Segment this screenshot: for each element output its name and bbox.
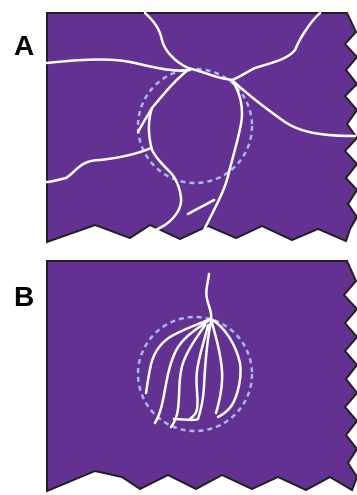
- panel-b-tissue: [47, 261, 357, 491]
- panel-a-diagram: [0, 0, 357, 250]
- panel-b-diagram: [0, 255, 357, 495]
